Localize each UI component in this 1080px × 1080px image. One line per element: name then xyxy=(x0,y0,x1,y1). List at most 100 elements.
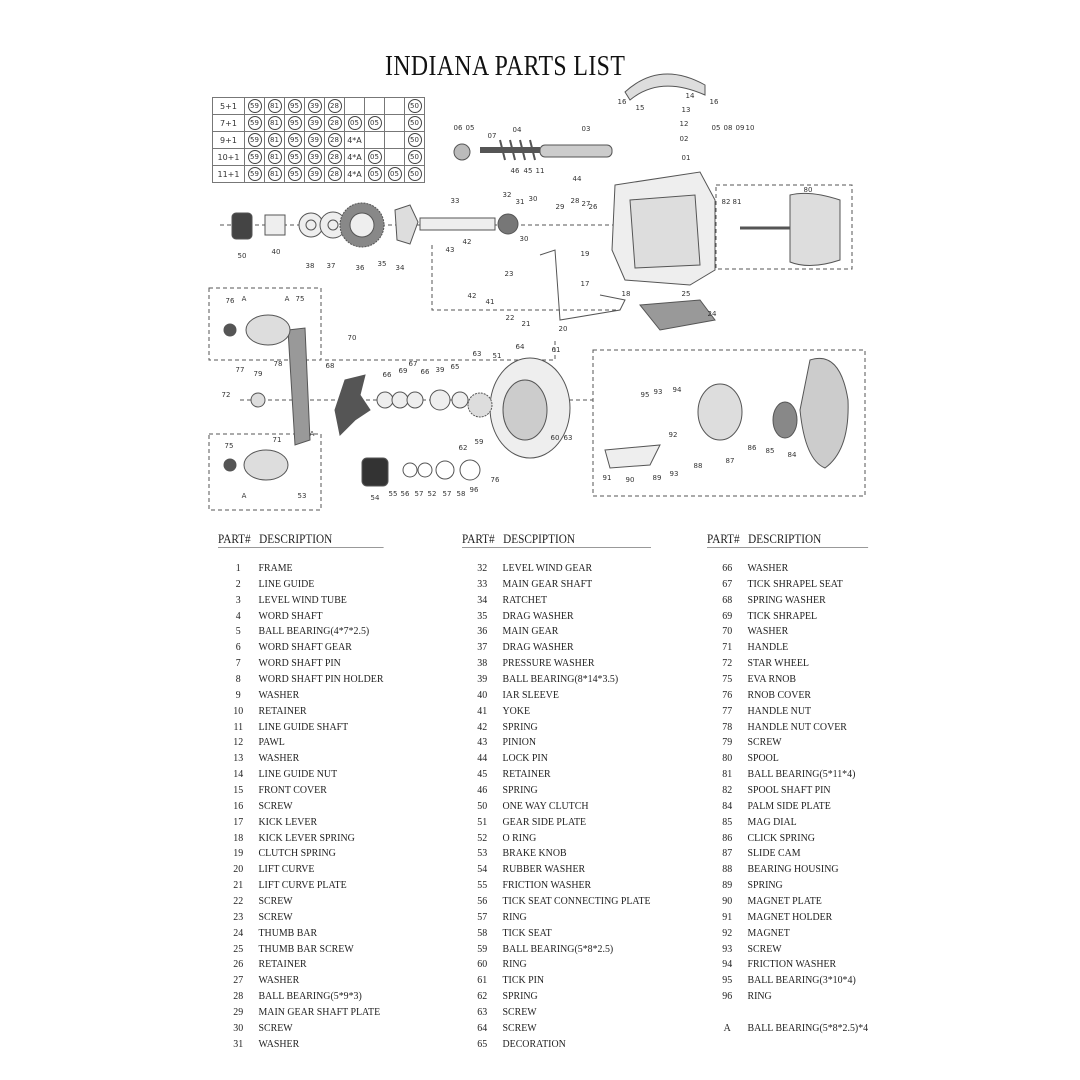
part-number: 94 xyxy=(722,958,733,971)
part-ref: 50 xyxy=(407,133,422,147)
part-number: 84 xyxy=(722,799,733,812)
part-description: THUMB BAR xyxy=(258,926,318,939)
part-ref: 28 xyxy=(327,150,342,164)
callout-label: 80 xyxy=(804,186,813,194)
part-description: EVA RNOB xyxy=(747,673,797,686)
part-description: RNOB COVER xyxy=(747,688,812,701)
callout-label: 70 xyxy=(348,334,357,342)
callout-label: 18 xyxy=(622,290,631,298)
part-number: 92 xyxy=(722,926,733,939)
part-number: 70 xyxy=(722,625,733,638)
part-description: BALL BEARING(5*8*2.5) xyxy=(502,942,614,955)
callout-label: 10 xyxy=(746,124,755,132)
part-description: PALM SIDE PLATE xyxy=(747,799,831,812)
part-description: WORD SHAFT GEAR xyxy=(258,641,352,654)
part-row: 25 THUMB BAR SCREW xyxy=(218,943,383,959)
part-number: 15 xyxy=(233,784,244,797)
callout-label: 16 xyxy=(710,98,719,106)
part-number: 6 xyxy=(235,641,241,654)
part-description: WORD SHAFT PIN HOLDER xyxy=(258,673,384,686)
part-number: 5 xyxy=(235,625,241,638)
part-number: 58 xyxy=(477,926,488,939)
part-ref: 05 xyxy=(387,167,402,181)
combo-cell: 50 xyxy=(404,148,425,166)
part-number: 27 xyxy=(233,974,244,987)
part-number: 26 xyxy=(233,958,244,971)
part-number: 22 xyxy=(233,895,244,908)
callout-label: 30 xyxy=(520,235,529,243)
callout-label: 64 xyxy=(516,343,525,351)
part-number: 68 xyxy=(722,593,733,606)
part-row: 84 PALM SIDE PLATE xyxy=(707,800,868,816)
combo-cell: 39 xyxy=(304,131,325,149)
part-description: WASHER xyxy=(747,562,789,574)
callout-label: 88 xyxy=(694,462,703,470)
part-description: SCREW xyxy=(747,942,782,955)
callout-label: A xyxy=(285,295,290,303)
part-description: STAR WHEEL xyxy=(747,657,809,670)
part-number: 51 xyxy=(477,815,488,828)
part-ref: 81 xyxy=(267,167,282,181)
callout-label: 44 xyxy=(573,175,582,183)
part-number: 13 xyxy=(233,752,244,765)
part-description: RETAINER xyxy=(502,768,551,781)
part-description: WASHER xyxy=(258,752,300,765)
part-description: SCREW xyxy=(502,1021,537,1034)
part-description: WASHER xyxy=(258,688,300,701)
callout-label: 84 xyxy=(788,451,797,459)
part-number: 34 xyxy=(477,593,488,606)
callout-label: 20 xyxy=(559,325,568,333)
part-number: 77 xyxy=(722,704,733,717)
callout-label: 66 xyxy=(383,371,392,379)
part-description: TICK SHRAPEL xyxy=(747,609,818,622)
part-description: CLUTCH SPRING xyxy=(258,847,336,860)
callout-label: 07 xyxy=(488,132,497,140)
part-description: BRAKE KNOB xyxy=(502,847,567,860)
callout-label: 30 xyxy=(529,195,538,203)
callout-label: 66 xyxy=(421,368,430,376)
part-description: HANDLE xyxy=(747,641,789,654)
callout-label: 81 xyxy=(733,198,742,206)
part-number: 3 xyxy=(235,593,241,606)
callout-label: 90 xyxy=(626,476,635,484)
callout-label: 71 xyxy=(273,436,282,444)
part-ref: 50 xyxy=(407,150,422,164)
callout-label: 05 xyxy=(466,124,475,132)
part-description: TICK SEAT xyxy=(502,926,552,939)
callout-label: 76 xyxy=(226,297,235,305)
part-number: 25 xyxy=(233,942,244,955)
part-description: LEVEL WIND GEAR xyxy=(502,562,593,574)
part-description: LIFT CURVE xyxy=(258,863,315,876)
callout-label: 06 xyxy=(454,124,463,132)
part-description: THUMB BAR SCREW xyxy=(258,942,354,955)
part-number: 62 xyxy=(477,990,488,1003)
part-description: MAG DIAL xyxy=(747,815,797,828)
part-description: KICK LEVER xyxy=(258,815,318,828)
part-number: 63 xyxy=(477,1006,488,1019)
callout-label: 29 xyxy=(556,203,565,211)
combo-cell: 39 xyxy=(304,165,325,183)
part-description: PINION xyxy=(502,736,537,749)
callout-label: 37 xyxy=(327,262,336,270)
combo-cell: 05 xyxy=(364,165,385,183)
